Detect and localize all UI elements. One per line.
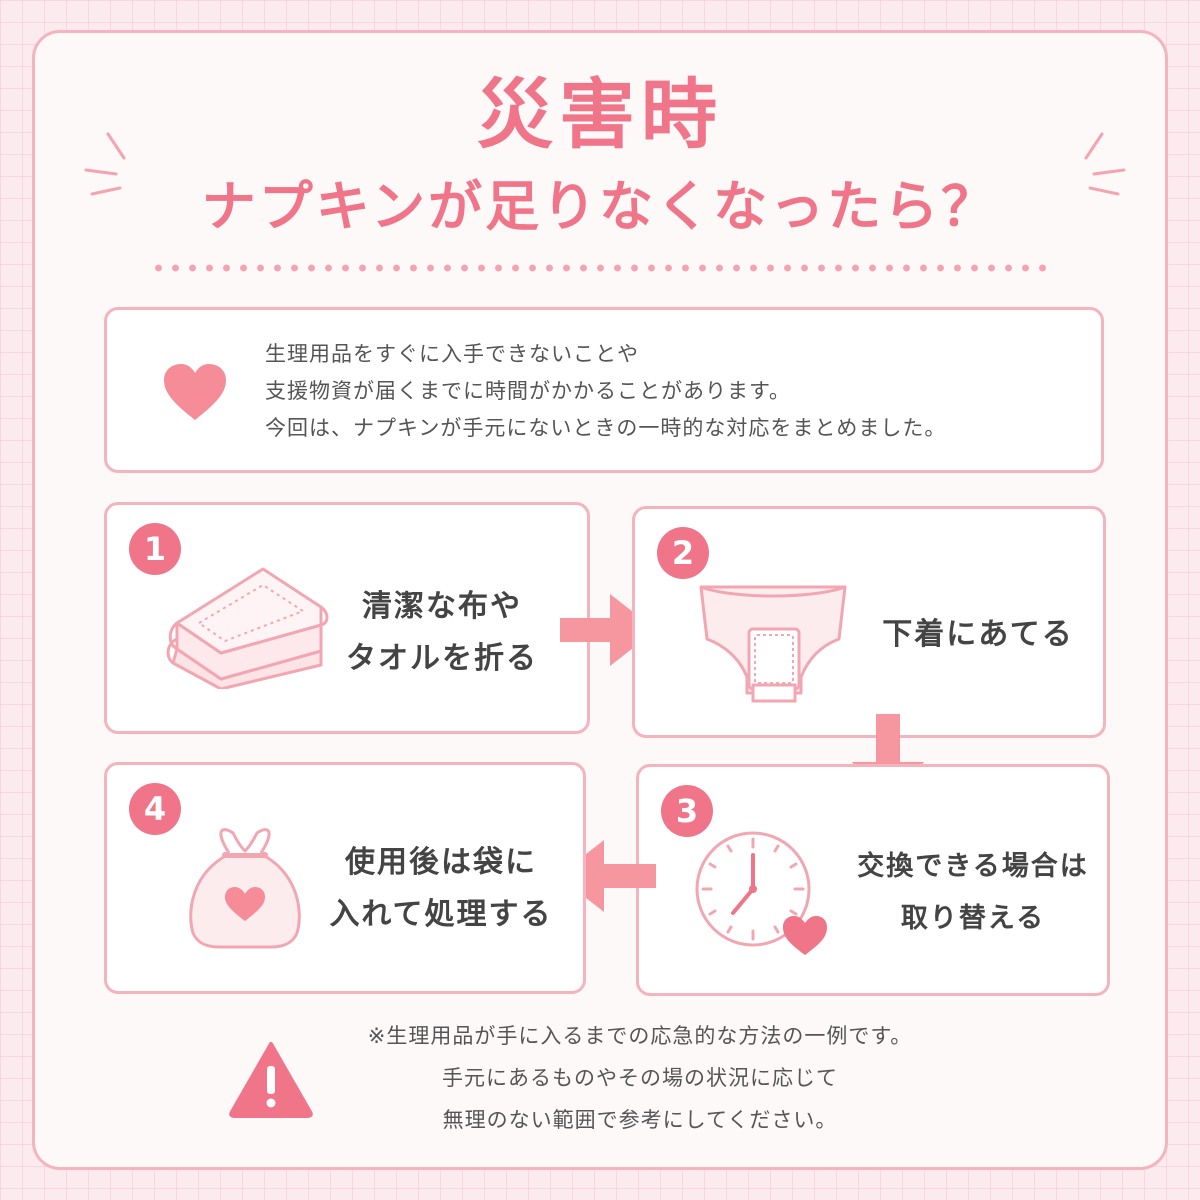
note-text: ※生理用品が手に入るまでの応急的な方法の一例です。 手元にあるものやその場の状況…: [320, 1015, 960, 1141]
step-number-badge: 4: [129, 783, 181, 835]
intro-line: 支援物資が届くまでに時間がかかることがあります。: [265, 379, 791, 403]
intro-line: 今回は、ナプキンが手元にないときの一時的な対応をまとめました。: [265, 416, 947, 440]
intro-box: 生理用品をすぐに入手できないことや 支援物資が届くまでに時間がかかることがありま…: [104, 307, 1104, 473]
underwear-icon: [699, 585, 847, 703]
heart-icon: [164, 364, 226, 420]
step-3-card: 3 交換できる場合は 取り替える: [636, 764, 1110, 996]
page-title: 災害時: [477, 70, 723, 159]
step-text-line: 清潔な布や: [362, 589, 522, 624]
folded-towel-icon: [166, 567, 329, 689]
sparkle-right-icon: [1084, 132, 1126, 196]
note-line: 手元にあるものやその場の状況に応じて: [442, 1066, 838, 1090]
step-1-text: 清潔な布や タオルを折る: [337, 581, 547, 685]
step-4-card: 4 使用後は袋に 入れて処理する: [104, 762, 586, 994]
note-line: 無理のない範囲で参考にしてください。: [442, 1108, 838, 1132]
step-number-badge: 1: [129, 523, 181, 575]
step-1-card: 1 清潔な布や タオルを折る: [104, 502, 590, 734]
warning-icon: [229, 1042, 313, 1118]
step-3-text: 交換できる場合は 取り替える: [841, 841, 1105, 945]
step-number-badge: 3: [661, 785, 713, 837]
clock-icon: [695, 831, 827, 955]
step-2-card: 2 下着にあてる: [632, 506, 1106, 738]
step-4-text: 使用後は袋に 入れて処理する: [321, 837, 561, 941]
dotted-divider: [150, 262, 1050, 274]
step-number-badge: 2: [657, 527, 709, 579]
step-text-line: 取り替える: [900, 903, 1046, 934]
page-subtitle: ナプキンが足りなくなったら？: [201, 175, 999, 238]
step-text-line: 入れて処理する: [329, 897, 553, 932]
step-text-line: 下着にあてる: [882, 617, 1074, 652]
intro-line: 生理用品をすぐに入手できないことや: [265, 342, 639, 366]
intro-text: 生理用品をすぐに入手できないことや 支援物資が届くまでに時間がかかることがありま…: [265, 336, 946, 447]
step-text-line: 使用後は袋に: [345, 845, 537, 880]
step-text-line: タオルを折る: [346, 641, 538, 676]
bag-icon: [189, 828, 301, 949]
step-2-text: 下着にあてる: [873, 609, 1083, 661]
step-text-line: 交換できる場合は: [857, 851, 1089, 882]
note-line: ※生理用品が手に入るまでの応急的な方法の一例です。: [367, 1024, 913, 1048]
sparkle-left-icon: [84, 132, 126, 196]
